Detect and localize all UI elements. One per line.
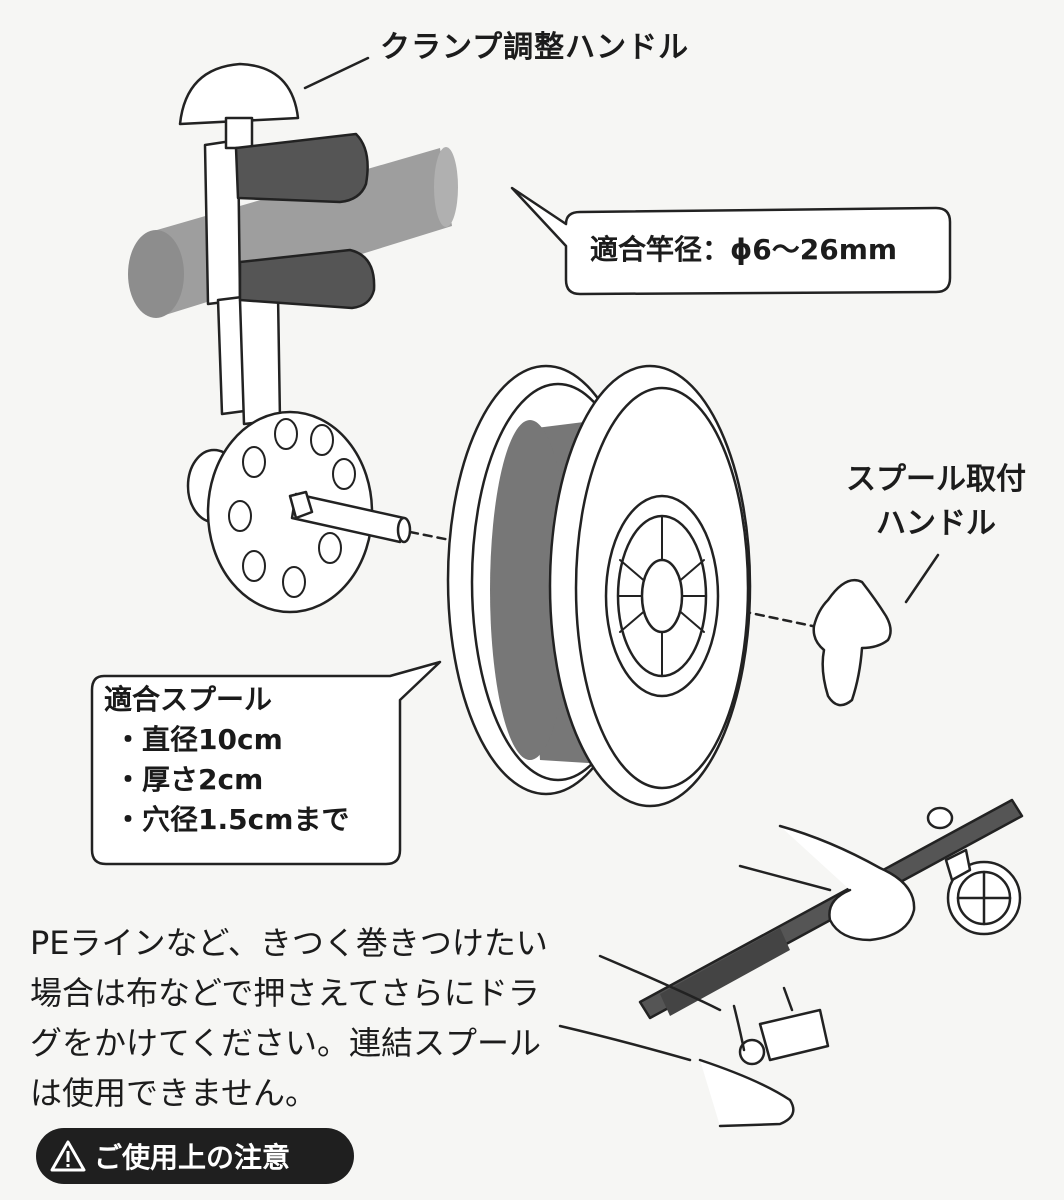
rod-diameter-label: 適合竿径：ϕ6～26mm <box>590 233 898 266</box>
rod-diameter-bubble <box>510 186 952 296</box>
clamp-adjust-handle <box>178 62 300 150</box>
clamp-pad-lower <box>238 248 376 310</box>
clamp-pad-upper <box>234 132 369 204</box>
spool-spec-title: 適合スプール <box>104 683 273 716</box>
clamp-handle-label: クランプ調整ハンドル <box>380 30 690 65</box>
clamp-handle-leader <box>303 56 370 90</box>
spool-spec-box: 適合スプール ・直径10cm ・厚さ2cm ・穴径1.5cmまで <box>104 680 349 840</box>
spool-spec-bubble <box>90 660 442 866</box>
spool-spec-item: ・厚さ2cm <box>114 763 264 796</box>
spool-spec-item: ・穴径1.5cmまで <box>114 803 350 836</box>
caution-label: ご使用上の注意 <box>94 1141 291 1174</box>
usage-illustration <box>558 798 1024 1128</box>
spool-holder-disc <box>186 410 374 614</box>
usage-note: PEラインなど、きつく巻きつけたい場合は布などで押さえてさらにドラグをかけてくだ… <box>30 924 548 1112</box>
spool-spec-item: ・直径10cm <box>114 723 283 756</box>
warning-icon <box>50 1140 86 1172</box>
spool <box>446 364 752 808</box>
spool-handle-label: スプール取付 ハンドル <box>838 458 1034 546</box>
spool-handle-label-line2: ハンドル <box>876 506 996 541</box>
axle-shaft <box>288 490 412 544</box>
spool-handle-label-line1: スプール取付 <box>846 462 1026 497</box>
spool-attach-handle <box>812 578 892 707</box>
spool-handle-leader <box>904 553 940 604</box>
caution-heading: ご使用上の注意 <box>36 1128 354 1184</box>
